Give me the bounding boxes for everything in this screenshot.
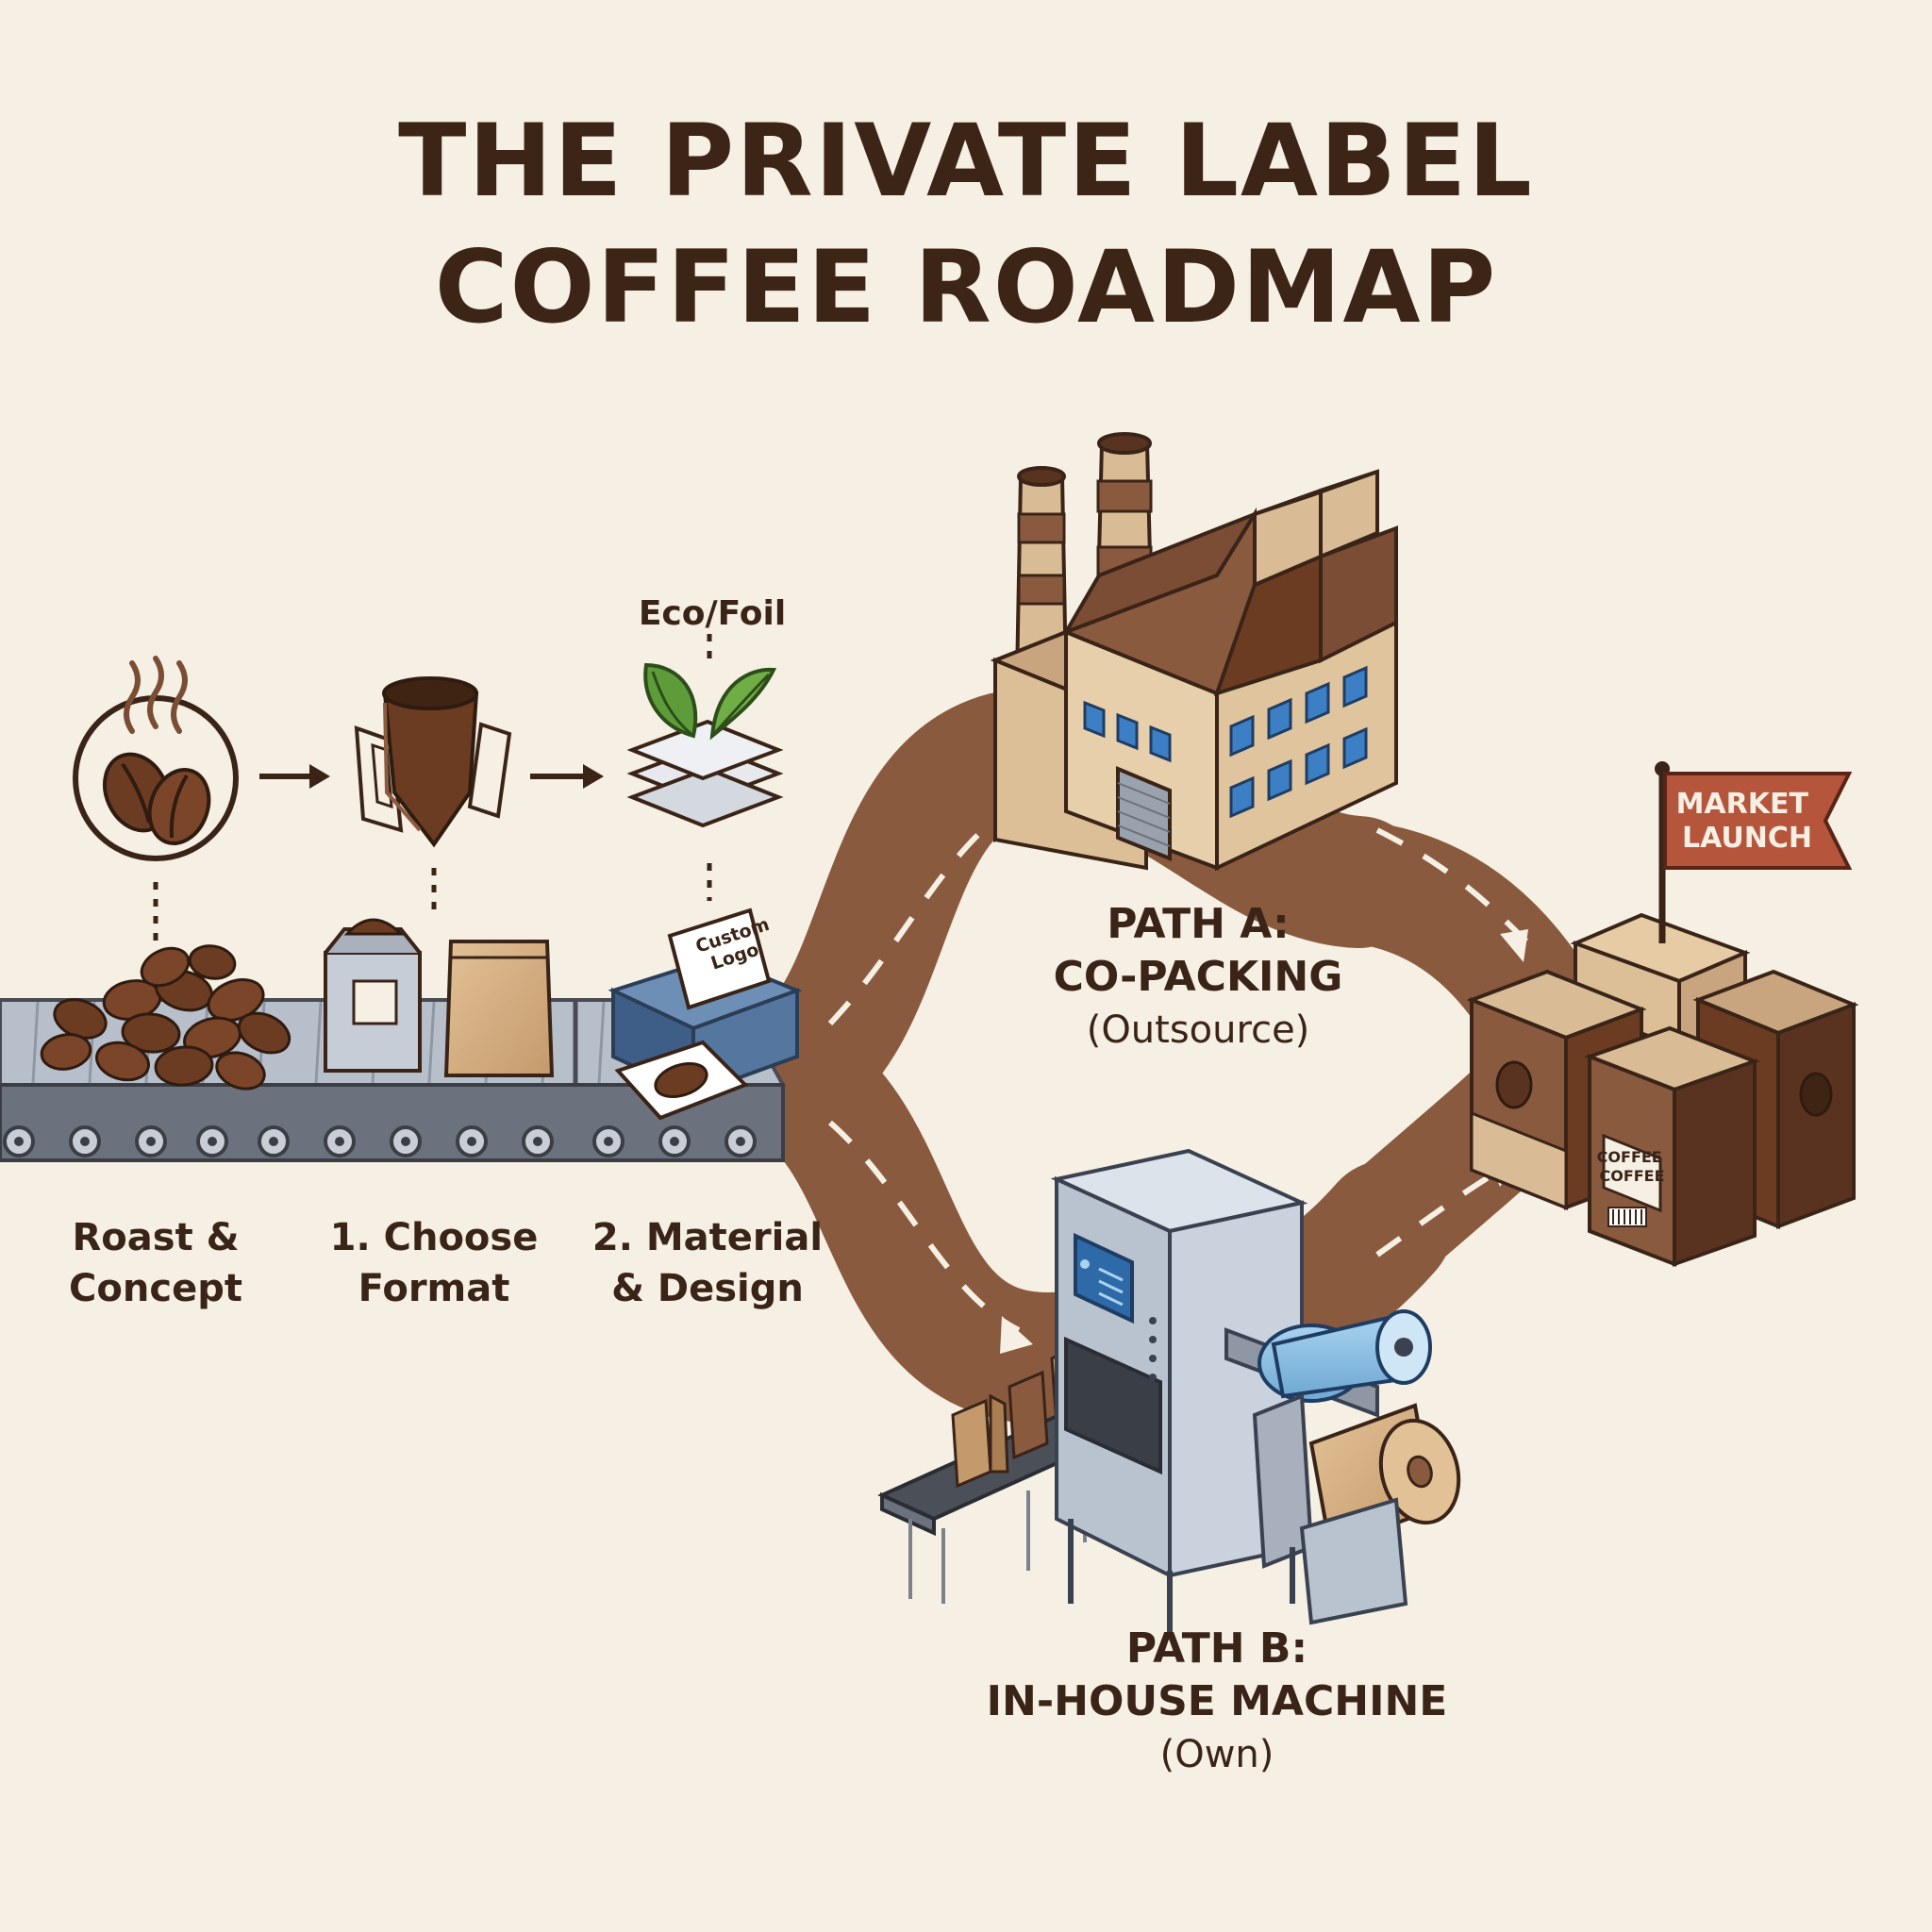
factory-icon xyxy=(990,432,1398,872)
printer-paper xyxy=(667,908,772,1010)
flag-line-1: MARKET xyxy=(1676,788,1809,821)
product-boxes-icon: COFFEE COFFEE xyxy=(1466,912,1859,1267)
path-b-sub: (Own) xyxy=(1159,1733,1274,1776)
eco-foil-label: Eco/Foil xyxy=(639,594,786,633)
flag-line-2: LAUNCH xyxy=(1682,822,1812,855)
market-launch-flag: MARKET LAUNCH xyxy=(1655,761,1853,943)
path-a-line-2: CO-PACKING xyxy=(1053,953,1343,1001)
title-line-2: COFFEE ROADMAP xyxy=(434,229,1498,345)
roast-concept-icon xyxy=(73,656,239,861)
packaging-machine-icon xyxy=(877,1148,1461,1632)
step-2-line-1: 2. Material xyxy=(591,1216,824,1259)
step-label-choose-format: 1. Choose Format xyxy=(302,1212,566,1314)
step-2-line-2: & Design xyxy=(611,1267,804,1310)
box-label-line-2: COFFEE xyxy=(1599,1167,1664,1185)
printer-icon: Custom Logo xyxy=(608,908,803,1121)
path-b-line-2: IN-HOUSE MACHINE xyxy=(986,1677,1448,1725)
path-a-sub: (Outsource) xyxy=(1086,1008,1310,1052)
arrow-step-1 xyxy=(259,764,330,789)
step-1-line-2: Format xyxy=(358,1267,510,1310)
path-b-line-1: PATH B: xyxy=(1125,1624,1308,1673)
kraft-pouch-icon xyxy=(443,940,555,1077)
box-label-line-1: COFFEE xyxy=(1597,1148,1662,1166)
road-arrow-a2 xyxy=(1500,929,1528,962)
step-label-roast-concept: Roast & Concept xyxy=(28,1212,283,1314)
svg-text:COFFEE COFFEE: COFFEE COFFEE xyxy=(1597,1148,1668,1185)
step-1-line-1: 1. Choose xyxy=(329,1216,539,1259)
arrow-step-2 xyxy=(530,764,604,789)
path-a-label: PATH A: CO-PACKING (Outsource) xyxy=(1000,898,1396,1057)
svg-text:MARKET LAUNCH: MARKET LAUNCH xyxy=(1676,788,1819,855)
eco-foil-icon xyxy=(626,662,784,828)
drip-bag-icon xyxy=(354,676,512,848)
step-label-material-design: 2. Material & Design xyxy=(566,1212,849,1314)
coffee-beans-pile-icon xyxy=(40,944,291,1091)
drip-bag-on-belt-icon xyxy=(324,918,422,1073)
title-line-1: THE PRIVATE LABEL xyxy=(398,103,1534,219)
step-0-line-1: Roast & xyxy=(72,1216,240,1259)
path-b-label: PATH B: IN-HOUSE MACHINE (Own) xyxy=(887,1623,1547,1781)
step-0-line-2: Concept xyxy=(69,1267,242,1310)
road-arrow-b1 xyxy=(1000,1316,1033,1354)
path-a-line-1: PATH A: xyxy=(1107,900,1290,948)
